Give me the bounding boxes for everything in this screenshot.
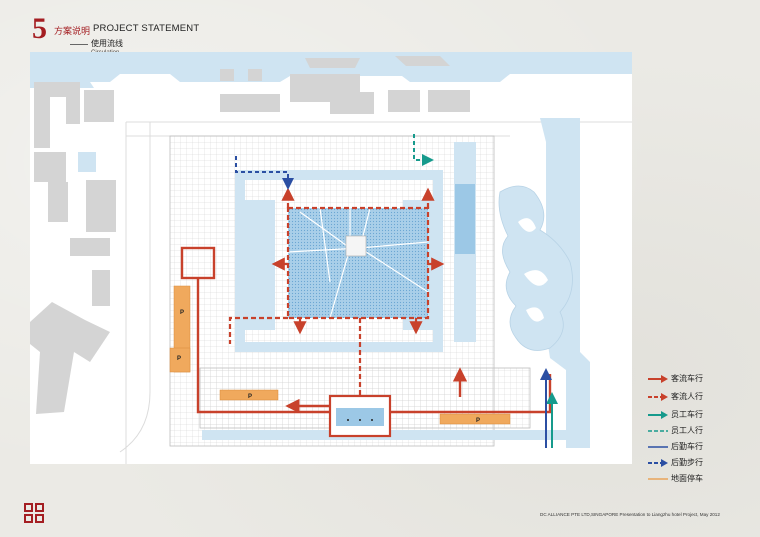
staff-routes [413, 134, 558, 448]
legend-item-staff-pedestrian: 员工人行 [647, 424, 757, 438]
legend-item-service-pedestrian: 后勤步行 [647, 456, 757, 470]
legend-item-service-vehicle: 后勤车行 [647, 440, 757, 454]
site-plan-drawing: P P P P [30, 52, 632, 464]
red-arrow-icon [648, 375, 668, 383]
subtitle-cn: 使用流线 [91, 39, 123, 48]
top-buildings [220, 56, 470, 114]
teal-dashed-line-icon [648, 430, 668, 432]
legend-label: 后勤步行 [671, 458, 703, 467]
south-water [202, 430, 582, 440]
guest-vehicle-route [180, 246, 552, 414]
teal-arrow-icon [648, 411, 668, 419]
blue-dashed-arrow-icon [648, 459, 668, 467]
pond-left [78, 152, 96, 172]
parking-lots [169, 285, 511, 425]
central-roof [287, 207, 429, 319]
parking-marker: P [476, 418, 480, 424]
section-title-en: PROJECT STATEMENT [93, 23, 200, 34]
legend-label: 客流人行 [671, 392, 703, 401]
legend-item-guest-pedestrian: 客流人行 [647, 390, 757, 404]
orange-line-icon [648, 478, 668, 480]
legend-label: 客流车行 [671, 374, 703, 383]
guest-pedestrian-route [228, 187, 445, 396]
legend-label: 后勤车行 [671, 442, 703, 451]
section-title-cn: 方案说明 [54, 27, 91, 37]
parking-marker: P [177, 356, 181, 362]
legend-item-surface-parking: 地面停车 [647, 472, 757, 486]
subtitle-rule [70, 44, 88, 45]
red-dashed-arrow-icon [648, 393, 668, 401]
service-routes [235, 156, 552, 448]
parking-marker: P [180, 310, 184, 316]
site-plan: P P P P [30, 52, 632, 464]
section-number: 5 [32, 12, 47, 45]
legend-label: 员工人行 [671, 426, 703, 435]
left-buildings [30, 82, 116, 414]
main-entrance [328, 394, 392, 438]
footer-credit: DC ALLIANCE PTE LTD,SINGAPORE Presentati… [540, 512, 720, 517]
legend-label: 员工车行 [671, 410, 703, 419]
legend-item-guest-vehicle: 客流车行 [647, 372, 757, 386]
blue-line-icon [648, 446, 668, 448]
parking-marker: P [248, 394, 252, 400]
legend-label: 地面停车 [671, 474, 703, 483]
legend-item-staff-vehicle: 员工车行 [647, 408, 757, 422]
company-logo-icon [24, 503, 44, 523]
landscape-lake [498, 118, 590, 448]
